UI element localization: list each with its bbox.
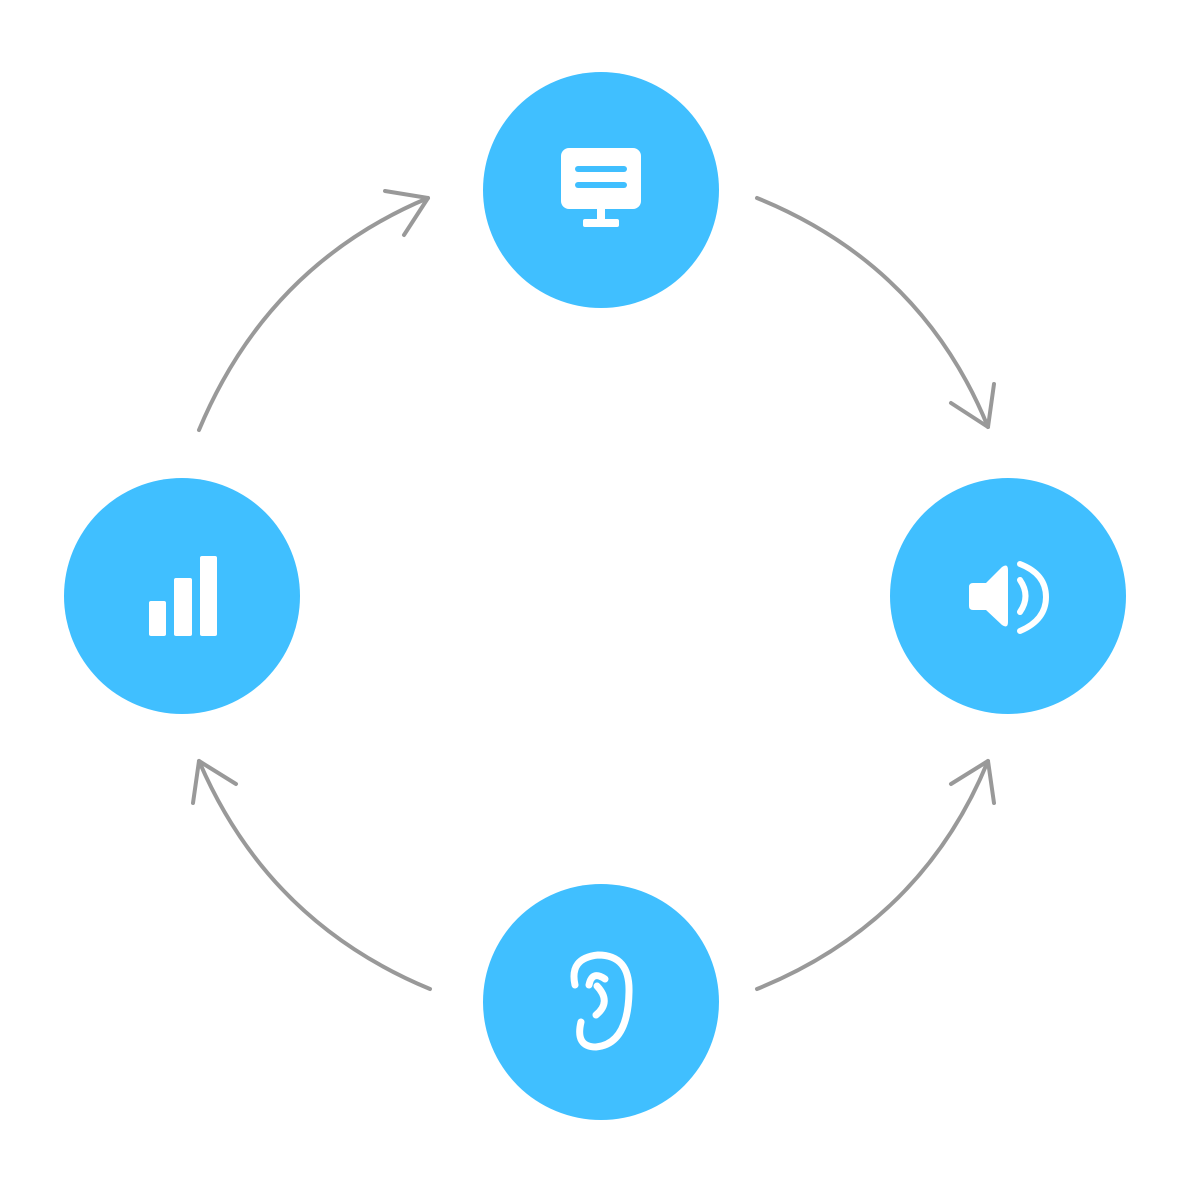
arrow-bottom-to-left bbox=[191, 759, 432, 991]
speaker-icon bbox=[969, 561, 1049, 634]
node-left bbox=[64, 478, 300, 714]
arrow-bottom-to-left-line bbox=[197, 759, 432, 991]
arrow-top-to-right bbox=[755, 196, 996, 429]
arrow-bottom-to-left-head bbox=[191, 759, 238, 805]
ear-icon bbox=[570, 951, 633, 1051]
node-top bbox=[483, 72, 719, 308]
arrow-top-to-right-head bbox=[949, 382, 996, 429]
bar-chart-icon bbox=[149, 556, 217, 636]
node-right bbox=[890, 478, 1126, 714]
arrow-left-to-top-head bbox=[383, 189, 430, 237]
arrow-bottom-to-right bbox=[755, 759, 996, 991]
node-bottom bbox=[483, 884, 719, 1120]
arrow-bottom-to-right-head bbox=[949, 759, 996, 805]
arrow-top-to-right-line bbox=[755, 196, 990, 429]
arrow-bottom-to-right-line bbox=[755, 759, 990, 991]
arrow-left-to-top-line bbox=[197, 196, 430, 432]
arrow-left-to-top bbox=[197, 189, 430, 432]
monitor-icon bbox=[561, 148, 641, 227]
